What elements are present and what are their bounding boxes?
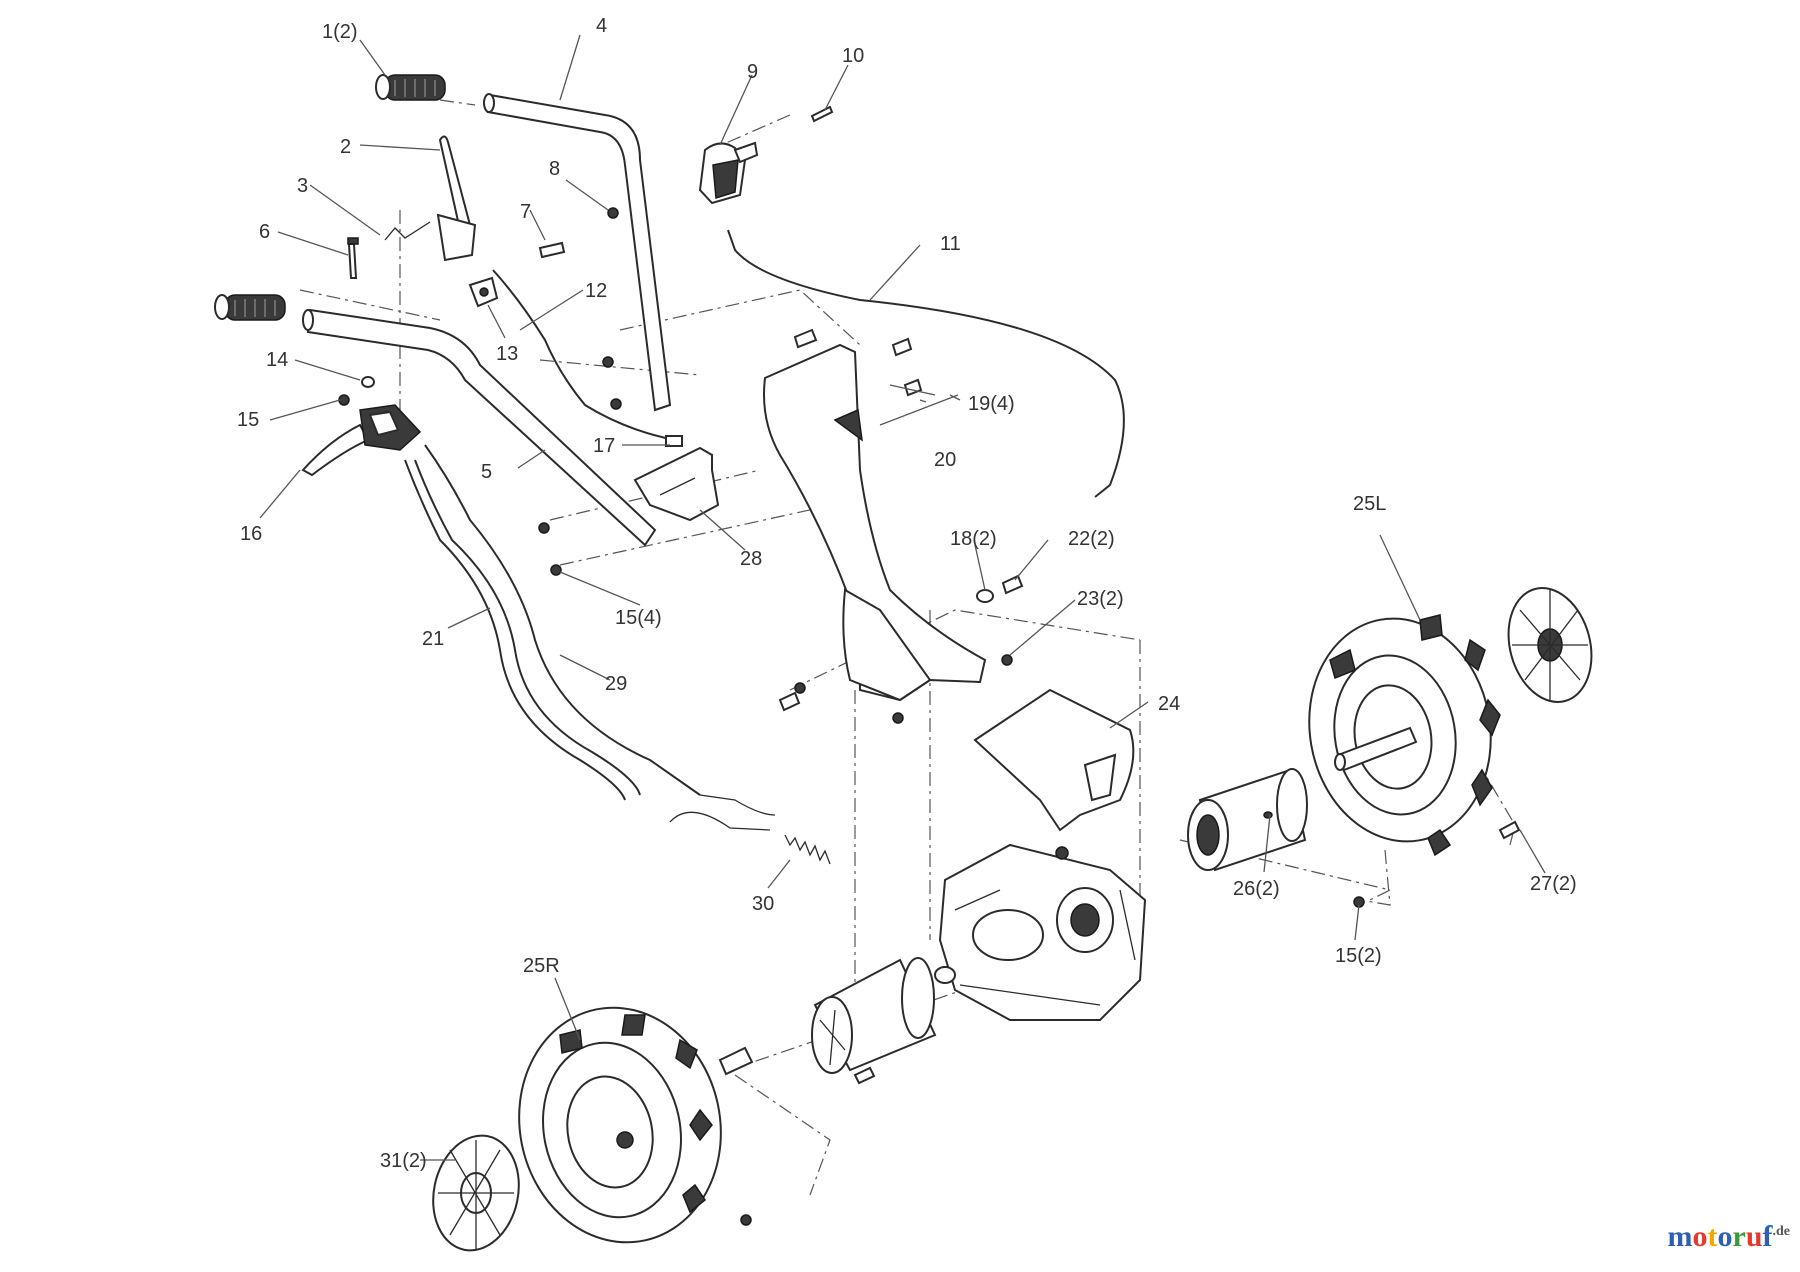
label-25R: 25R — [523, 955, 560, 977]
label-15-2: 15(2) — [1335, 945, 1382, 967]
label-18-2: 18(2) — [950, 528, 997, 550]
wheel-25L — [1308, 614, 1501, 857]
hubcap-31 — [432, 1134, 520, 1252]
watermark-letter: t — [1707, 1220, 1718, 1253]
label-6: 6 — [259, 221, 270, 243]
label-19-4: 19(4) — [968, 393, 1015, 415]
label-20: 20 — [934, 449, 956, 471]
cable-12 — [492, 269, 676, 441]
part-labels: 1(2) 2 3 4 5 6 7 8 9 10 11 12 13 14 15 1… — [237, 15, 1577, 1172]
label-24: 24 — [1158, 693, 1180, 715]
main-frame — [763, 343, 987, 702]
label-4: 4 — [596, 15, 607, 37]
handle-grip-upper — [375, 74, 446, 101]
label-13: 13 — [496, 343, 518, 365]
transmission-housing — [934, 843, 1147, 1021]
cable-29-end — [699, 794, 776, 816]
label-26-2: 26(2) — [1233, 878, 1280, 900]
label-1-2: 1(2) — [322, 21, 358, 43]
control-box — [607, 105, 834, 219]
label-16: 16 — [240, 523, 262, 545]
fasteners-18-22-23 — [778, 574, 1024, 724]
label-22-2: 22(2) — [1068, 528, 1115, 550]
watermark-letter: r — [1732, 1220, 1746, 1253]
wheel-25R — [518, 1006, 754, 1244]
label-29: 29 — [605, 673, 627, 695]
label-23-2: 23(2) — [1077, 588, 1124, 610]
leader-lines — [259, 34, 1546, 1161]
hub-sleeve-26 — [1187, 768, 1308, 872]
cable-29 — [424, 444, 701, 796]
watermark-letter: o — [1717, 1220, 1733, 1253]
label-27-2: 27(2) — [1530, 873, 1577, 895]
fasteners-wheels — [740, 820, 1521, 1226]
nuts-14-15 — [338, 376, 562, 576]
label-9: 9 — [747, 61, 758, 83]
label-12: 12 — [585, 280, 607, 302]
label-15: 15 — [237, 409, 259, 431]
spring-30 — [784, 834, 831, 865]
upper-handlebar — [483, 93, 672, 412]
label-10: 10 — [842, 45, 864, 67]
handle-grip-lower — [214, 294, 286, 321]
clutch-lever — [301, 404, 422, 477]
watermark-letter: f — [1762, 1220, 1773, 1253]
label-8: 8 — [549, 158, 560, 180]
cable-11 — [727, 229, 1125, 498]
label-28: 28 — [740, 548, 762, 570]
watermark-suffix: .de — [1772, 1224, 1791, 1239]
hubcap-left — [1507, 587, 1593, 703]
label-2: 2 — [340, 136, 351, 158]
lower-handlebar — [302, 308, 657, 547]
label-15-4: 15(4) — [615, 607, 662, 629]
throttle-lever-assembly — [347, 135, 566, 308]
cover-plate — [973, 688, 1135, 832]
cable-21 — [404, 459, 626, 801]
label-21: 21 — [422, 628, 444, 650]
label-25L: 25L — [1353, 493, 1386, 515]
cable-bracket — [633, 435, 720, 522]
watermark-letter: u — [1745, 1220, 1763, 1253]
label-31-2: 31(2) — [380, 1150, 427, 1172]
hub-sleeve-right — [811, 957, 937, 1074]
cable-21-outer — [414, 459, 641, 796]
watermark-letter: m — [1667, 1220, 1693, 1253]
label-3: 3 — [297, 175, 308, 197]
label-30: 30 — [752, 893, 774, 915]
label-5: 5 — [481, 461, 492, 483]
label-11: 11 — [940, 233, 961, 255]
watermark-logo: motoruf.de — [1667, 1220, 1790, 1254]
spring-hook — [669, 811, 771, 831]
label-17: 17 — [593, 435, 615, 457]
label-14: 14 — [266, 349, 288, 371]
label-7: 7 — [520, 201, 531, 223]
watermark-letter: o — [1692, 1220, 1708, 1253]
